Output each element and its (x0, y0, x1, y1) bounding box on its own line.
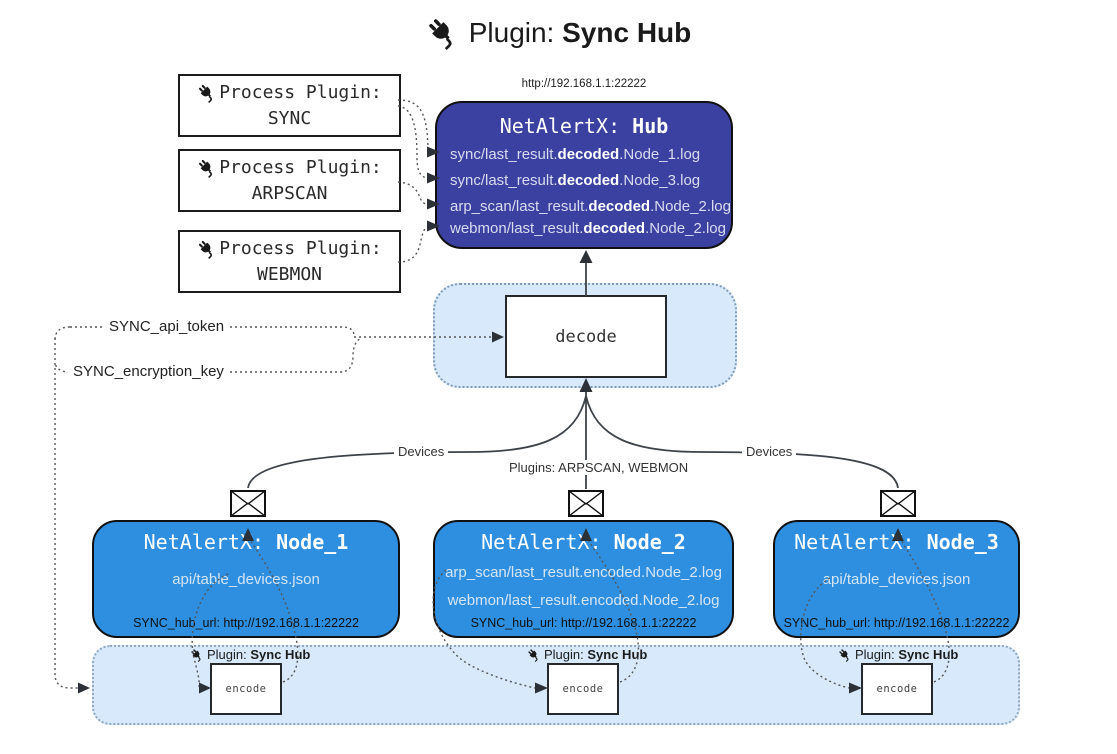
hub-log-line: arp_scan/last_result.decoded.Node_2.log (450, 198, 731, 215)
encode-box: encode (210, 663, 282, 715)
envelope-icon (568, 490, 604, 517)
plug-icon (197, 158, 217, 178)
hub-title: NetAlertX: Hub (499, 114, 669, 138)
decode-box: decode (505, 295, 667, 378)
sync-api-token-label: SYNC_api_token (104, 318, 230, 335)
page-title: Plugin: Sync Hub (0, 16, 1117, 50)
plug-icon (838, 648, 852, 662)
process-plugin-name: WEBMON (256, 263, 323, 285)
hub-log-line: webmon/last_result.decoded.Node_2.log (450, 220, 726, 237)
encode-box: encode (861, 663, 933, 715)
process-plugin-name: ARPSCAN (251, 182, 328, 204)
node-box-node-2: NetAlertX: Node_2 arp_scan/last_result.e… (433, 520, 734, 638)
process-plugin-box-webmon: Process Plugin: WEBMON (178, 230, 401, 293)
node-title: NetAlertX: Node_2 (481, 530, 686, 554)
process-plugin-box-sync: Process Plugin: SYNC (178, 74, 401, 137)
envelope-icon (880, 490, 916, 517)
encoder-plugin-label: Plugin: Sync Hub (838, 647, 958, 662)
hub-box: NetAlertX: Hub sync/last_result.decoded.… (435, 101, 733, 249)
node-hub-url: SYNC_hub_url: http://192.168.1.1:22222 (133, 616, 359, 630)
node-file: arp_scan/last_result.encoded.Node_2.log (445, 564, 722, 581)
process-plugin-box-arpscan: Process Plugin: ARPSCAN (178, 149, 401, 212)
encoder-plugin-label: Plugin: Sync Hub (190, 647, 310, 662)
node-box-node-1: NetAlertX: Node_1 api/table_devices.json… (92, 520, 400, 638)
node-hub-url: SYNC_hub_url: http://192.168.1.1:22222 (783, 616, 1010, 630)
plug-icon (197, 239, 217, 259)
encoder-plugin-label: Plugin: Sync Hub (527, 647, 647, 662)
plug-icon (527, 648, 541, 662)
envelope-icon (230, 490, 266, 517)
sync-encryption-key-label: SYNC_encryption_key (68, 363, 229, 380)
hub-url-label: http://192.168.1.1:22222 (521, 78, 647, 90)
hub-log-line: sync/last_result.decoded.Node_3.log (450, 172, 701, 189)
node-hub-url: SYNC_hub_url: http://192.168.1.1:22222 (470, 616, 697, 630)
process-plugin-label: Process Plugin: (219, 81, 382, 103)
plug-icon (426, 16, 460, 50)
node-file: api/table_devices.json (822, 571, 971, 588)
title-text: Plugin: Sync Hub (468, 17, 692, 48)
node-file: webmon/last_result.encoded.Node_2.log (447, 592, 720, 609)
plug-icon (190, 648, 204, 662)
encode-box: encode (547, 663, 619, 715)
process-plugin-label: Process Plugin: (219, 156, 382, 178)
process-plugin-label: Process Plugin: (219, 237, 382, 259)
process-plugin-name: SYNC (267, 107, 312, 129)
edge-label-devices-left: Devices (394, 444, 449, 459)
plug-icon (197, 83, 217, 103)
hub-log-line: sync/last_result.decoded.Node_1.log (450, 146, 701, 163)
node-file: api/table_devices.json (172, 571, 320, 588)
edge-label-devices-right: Devices (742, 444, 797, 459)
node-title: NetAlertX: Node_3 (794, 530, 999, 554)
node-box-node-3: NetAlertX: Node_3 api/table_devices.json… (773, 520, 1020, 638)
edge-label-plugins: Plugins: ARPSCAN, WEBMON (505, 460, 693, 475)
node-title: NetAlertX: Node_1 (143, 530, 349, 554)
